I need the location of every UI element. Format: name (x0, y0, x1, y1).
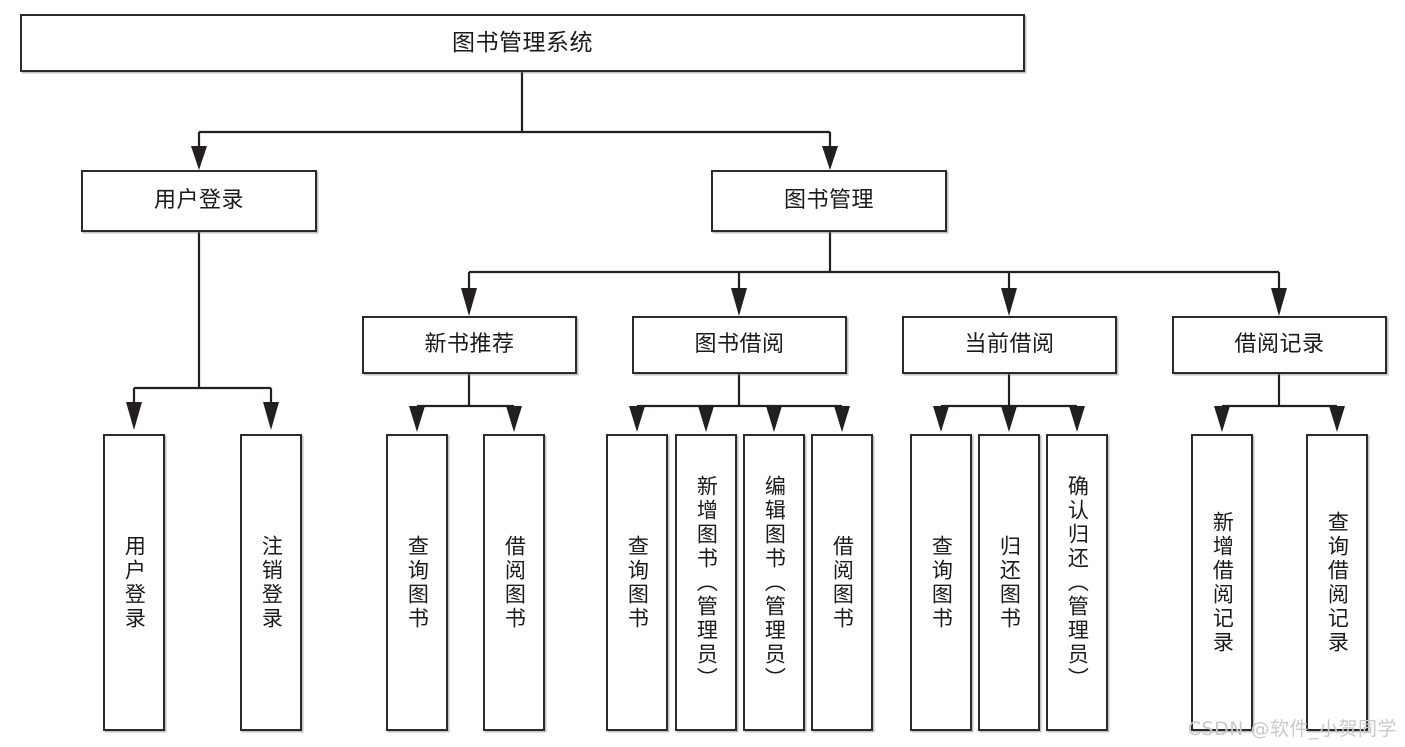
node-label: 用户登录 (122, 534, 147, 631)
node-label: 图书管理 (783, 188, 874, 213)
node-new-book-recommend[interactable]: 新书推荐 (362, 316, 577, 374)
leaf-book-borrow-borrow-book[interactable]: 借阅图书 (811, 434, 873, 731)
node-label: 编辑图书（管理员） (762, 474, 787, 691)
leaf-borrow-record-query-record[interactable]: 查询借阅记录 (1306, 434, 1368, 731)
node-book-borrow[interactable]: 图书借阅 (632, 316, 847, 374)
node-label: 图书借阅 (694, 332, 785, 357)
leaf-book-borrow-query-book[interactable]: 查询图书 (606, 434, 668, 731)
leaf-user-login-logout[interactable]: 注销登录 (240, 434, 302, 731)
node-label: 借阅图书 (502, 534, 527, 631)
leaf-new-book-query-book[interactable]: 查询图书 (386, 434, 448, 731)
node-label: 查询图书 (405, 534, 430, 631)
node-label: 图书管理系统 (452, 29, 593, 56)
leaf-book-borrow-add-book-admin[interactable]: 新增图书（管理员） (675, 434, 737, 731)
node-label: 归还图书 (997, 534, 1022, 631)
node-label: 新增图书（管理员） (694, 474, 719, 691)
leaf-user-login-login[interactable]: 用户登录 (103, 434, 165, 731)
leaf-book-borrow-edit-book-admin[interactable]: 编辑图书（管理员） (743, 434, 805, 731)
node-label: 当前借阅 (964, 332, 1055, 357)
node-label: 注销登录 (259, 534, 284, 631)
leaf-current-borrow-query-book[interactable]: 查询图书 (910, 434, 972, 731)
node-label: 新书推荐 (424, 332, 515, 357)
leaf-current-borrow-return-book[interactable]: 归还图书 (978, 434, 1040, 731)
node-label: 新增借阅记录 (1210, 510, 1235, 655)
leaf-current-borrow-confirm-return-admin[interactable]: 确认归还（管理员） (1046, 434, 1108, 731)
node-label: 用户登录 (153, 188, 244, 213)
leaf-new-book-borrow-book[interactable]: 借阅图书 (483, 434, 545, 731)
node-root-book-management-system[interactable]: 图书管理系统 (20, 14, 1025, 72)
node-label: 借阅图书 (830, 534, 855, 631)
node-label: 查询图书 (929, 534, 954, 631)
node-borrow-record[interactable]: 借阅记录 (1172, 316, 1387, 374)
node-user-login[interactable]: 用户登录 (81, 170, 317, 232)
node-book-management[interactable]: 图书管理 (711, 170, 947, 232)
leaf-borrow-record-add-record[interactable]: 新增借阅记录 (1191, 434, 1253, 731)
node-label: 查询借阅记录 (1325, 510, 1350, 655)
node-label: 借阅记录 (1234, 332, 1325, 357)
node-label: 确认归还（管理员） (1065, 474, 1090, 691)
node-current-borrow[interactable]: 当前借阅 (902, 316, 1117, 374)
node-label: 查询图书 (625, 534, 650, 631)
